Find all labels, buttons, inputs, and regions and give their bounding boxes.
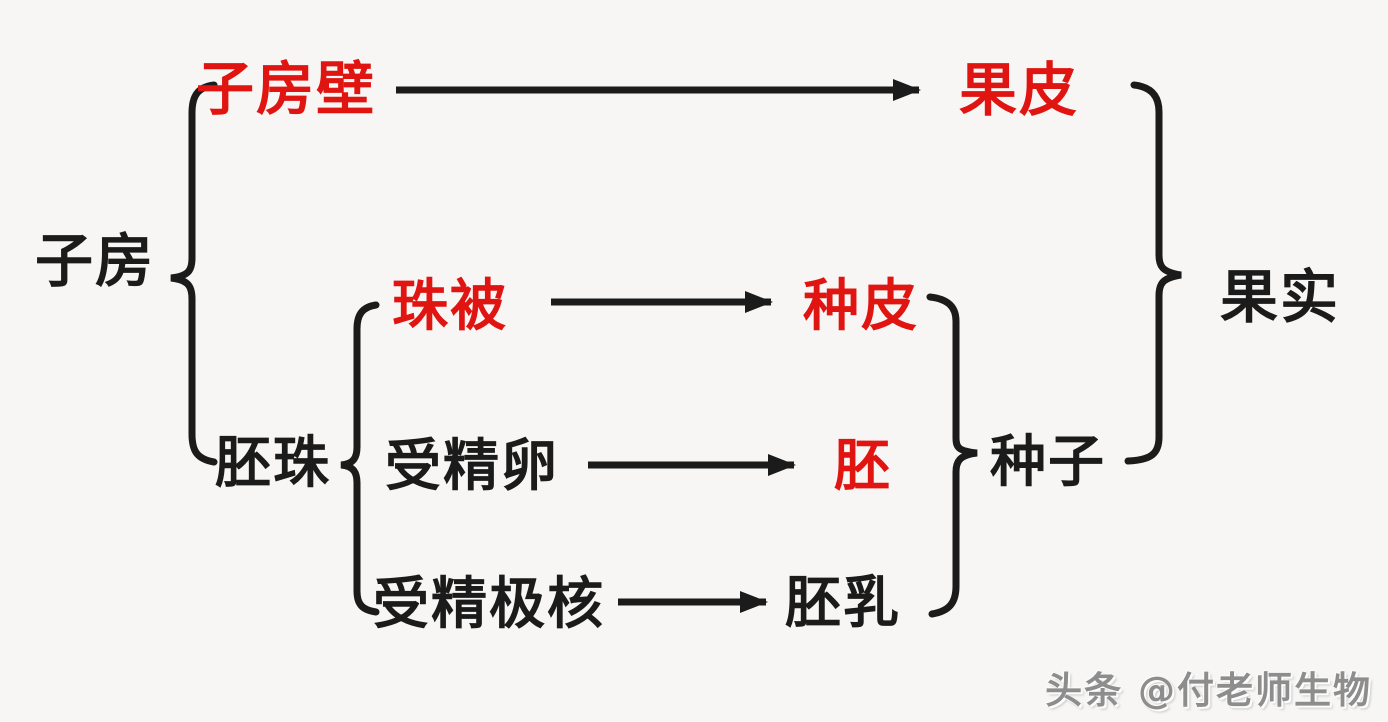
node-embryo: 胚 [834, 433, 892, 499]
brace-ovary [170, 81, 218, 466]
node-ovule: 胚珠 [215, 430, 331, 496]
node-fruit: 果实 [1219, 263, 1341, 331]
node-integument: 珠被 [392, 273, 508, 339]
node-fertilized-egg: 受精卵 [385, 433, 559, 499]
node-seed: 种子 [990, 429, 1106, 495]
node-fertilized-polar-nuclei: 受精极核 [373, 571, 605, 637]
brace-seed [926, 293, 978, 618]
watermark: 头条 @付老师生物 [1045, 669, 1372, 712]
node-ovary: 子房 [34, 227, 156, 295]
node-pericarp: 果皮 [958, 56, 1080, 124]
brace-fruit [1124, 81, 1182, 465]
brace-ovule [340, 301, 380, 616]
node-ovary-wall: 子房壁 [195, 55, 377, 123]
node-seed-coat: 种皮 [803, 273, 919, 339]
node-endosperm: 胚乳 [785, 570, 901, 636]
